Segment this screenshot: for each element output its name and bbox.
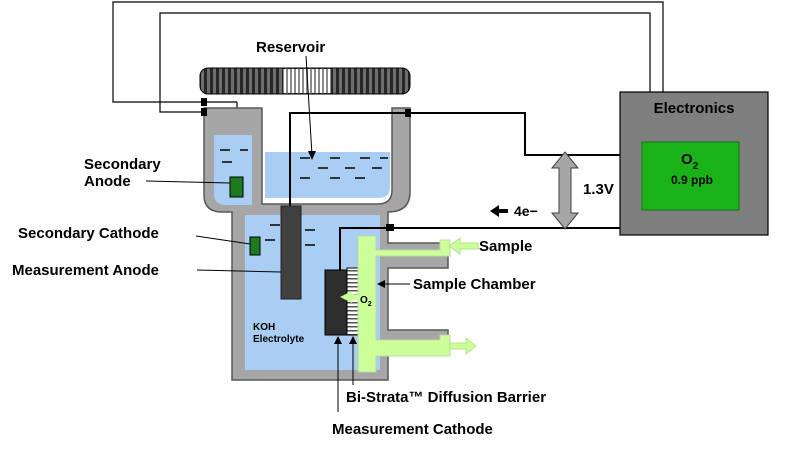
measurement-anode-electrode	[280, 205, 302, 300]
reservoir-leader	[305, 55, 313, 156]
koh-label-line1: KOH	[253, 322, 275, 333]
measurement-cathode-label: Measurement Cathode	[332, 421, 493, 438]
measurement-anode-label: Measurement Anode	[12, 262, 159, 279]
sample-inlet-arrow	[448, 237, 479, 255]
o2-diffusion-arrow	[340, 291, 352, 303]
display-reading-symbol: O2	[681, 151, 699, 172]
secondary-cathode-label: Secondary Cathode	[18, 225, 159, 242]
reservoir-label: Reservoir	[256, 39, 325, 56]
diffusion-barrier-leader-tip	[349, 336, 357, 344]
terminal	[201, 108, 207, 116]
measurement-cathode-electrode	[324, 269, 348, 336]
sample-chamber-leader-tip	[377, 280, 385, 288]
voltage-double-arrow	[550, 151, 580, 230]
terminal	[201, 98, 207, 106]
secondary-anode-label-line1: Secondary	[84, 156, 161, 173]
o2-membrane-label: O2	[360, 295, 372, 308]
outer-wire-loop	[112, 1, 664, 103]
secondary-anode-leader	[145, 180, 231, 184]
diffusion-barrier	[346, 267, 360, 336]
electron-label: 4e−	[514, 203, 538, 219]
sample-chamber-label: Sample Chamber	[413, 276, 536, 293]
secondary-cathode-leader	[195, 235, 251, 245]
o2-display	[641, 141, 740, 211]
koh-label-line2: Electrolyte	[253, 334, 305, 345]
electrolyte-surface-marks	[220, 149, 388, 246]
inner-wire-loop	[159, 12, 651, 113]
sample-flow-channel	[357, 235, 451, 373]
sample-label: Sample	[479, 238, 532, 255]
voltage-label: 1.3V	[583, 181, 614, 198]
secondary-anode-label-line2: Anode	[84, 173, 131, 190]
o2-flow-arrow	[352, 294, 366, 300]
secondary-cathode-electrode	[249, 236, 261, 256]
electron-flow-arrow	[490, 205, 508, 217]
anode-wire	[289, 112, 560, 206]
secondary-anode-electrode	[229, 176, 244, 198]
sample-outlet-arrow	[449, 336, 477, 356]
reservoir-electrolyte	[265, 152, 390, 198]
diffusion-barrier-label: Bi-Strata™ Diffusion Barrier	[346, 389, 546, 406]
display-reading-value: 0.9 ppb	[671, 173, 713, 187]
electronics-title: Electronics	[654, 100, 735, 117]
reservoir-leader-tip	[308, 151, 316, 160]
measurement-anode-leader	[196, 269, 282, 273]
measurement-cathode-leader-tip	[334, 336, 342, 344]
